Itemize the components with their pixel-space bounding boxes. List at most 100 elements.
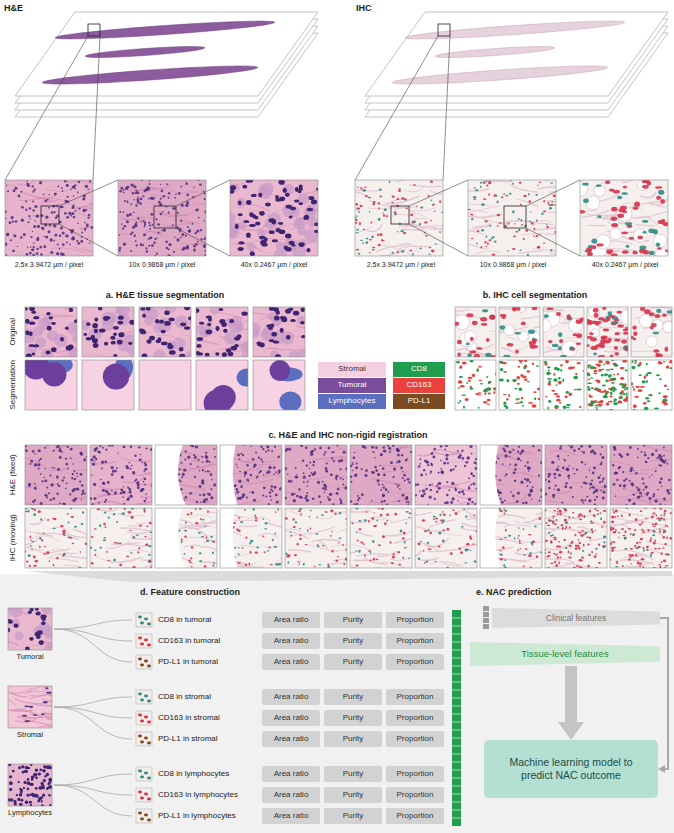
illustration-part: [455, 321, 459, 325]
illustration-part: [646, 380, 648, 382]
illustration-part: [187, 226, 189, 228]
illustration-part: [307, 208, 313, 211]
illustration-part: [169, 317, 175, 321]
illustration-part: [616, 311, 622, 314]
illustration-part: [587, 374, 590, 377]
illustration-part: [416, 205, 417, 207]
illustration-part: [28, 554, 31, 557]
illustration-part: [591, 238, 597, 243]
illustration-part: [142, 488, 145, 491]
illustration-part: [33, 225, 36, 228]
illustration-part: [184, 326, 190, 330]
illustration-part: [457, 340, 462, 344]
illustration-part: [130, 250, 132, 252]
illustration-part: [580, 180, 668, 256]
illustration-part: [557, 381, 562, 383]
illustration-part: [481, 229, 484, 231]
illustration-part: [283, 188, 287, 193]
illustration-part: [357, 187, 359, 188]
illustration-part: [62, 190, 64, 192]
illustration-part: [40, 518, 42, 520]
illustration-part: [455, 307, 496, 357]
illustration-part: [133, 185, 136, 188]
illustration-part: [70, 457, 72, 459]
illustration-part: [632, 360, 634, 363]
illustration-part: [274, 315, 280, 320]
illustration-part: [355, 219, 358, 221]
illustration-part: [468, 377, 473, 379]
illustration-part: [301, 335, 305, 338]
illustration-part: [211, 385, 236, 410]
illustration-part: [543, 200, 545, 202]
illustration-part: [26, 183, 29, 186]
illustration-part: [545, 396, 548, 397]
illustration-part: [77, 476, 78, 477]
illustration-part: [32, 200, 34, 202]
illustration-part: [72, 543, 74, 545]
illustration-part: [257, 343, 262, 346]
illustration-part: [486, 184, 488, 186]
illustration-part: [136, 498, 152, 504]
illustration-part: [398, 246, 429, 250]
illustration-part: [75, 463, 87, 470]
zoom-line: [176, 228, 230, 256]
illustration-part: [363, 189, 366, 192]
illustration-part: [32, 352, 36, 355]
illustration-part: [57, 468, 60, 471]
illustration-part: [36, 214, 39, 217]
tissue-tile: [629, 306, 674, 357]
slide-stack: [5, 12, 318, 180]
illustration-part: [543, 308, 564, 310]
tissue-tile: [224, 178, 340, 261]
illustration-part: [82, 360, 134, 410]
illustration-part: [140, 221, 142, 223]
illustration-part: [537, 388, 540, 391]
illustration-part: [149, 225, 151, 227]
illustration-part: [126, 345, 134, 355]
illustration-part: [46, 551, 49, 554]
illustration-part: [433, 203, 435, 205]
illustration-part: [123, 477, 145, 483]
illustration-part: [139, 328, 145, 331]
illustration-part: [92, 463, 95, 466]
illustration-part: [589, 332, 594, 335]
illustration-part: [67, 513, 69, 515]
illustration-part: [125, 187, 128, 190]
illustration-part: [486, 246, 488, 247]
tissue-tile: [631, 359, 674, 411]
illustration-part: [154, 349, 165, 357]
illustration-part: [304, 215, 309, 220]
illustration-part: [203, 191, 205, 193]
illustration-part: [33, 242, 35, 244]
illustration-part: [614, 338, 620, 341]
illustration-part: [372, 203, 375, 205]
illustration-part: [464, 331, 476, 343]
zoom-line: [176, 180, 230, 206]
illustration-part: [196, 307, 248, 357]
illustration-part: [485, 353, 491, 357]
illustration-part: [93, 36, 100, 180]
illustration-part: [304, 228, 318, 242]
illustration-part: [596, 184, 602, 186]
illustration-part: [105, 499, 107, 501]
illustration-part: [635, 386, 639, 388]
illustration-part: [608, 315, 615, 318]
illustration-part: [133, 199, 134, 200]
illustration-part: [613, 374, 615, 375]
illustration-part: [77, 242, 80, 245]
illustration-part: [519, 249, 521, 250]
illustration-part: [246, 200, 251, 205]
illustration-part: [290, 319, 296, 322]
illustration-part: [143, 233, 146, 236]
illustration-part: [76, 462, 87, 467]
illustration-part: [142, 195, 144, 197]
illustration-part: [463, 405, 465, 408]
illustration-part: [89, 243, 91, 245]
illustration-part: [486, 180, 488, 182]
illustration-part: [471, 238, 474, 239]
illustration-part: [25, 360, 77, 410]
illustration-part: [533, 228, 535, 231]
illustration-part: [46, 487, 48, 489]
illustration-part: [545, 194, 556, 201]
illustration-part: [144, 189, 147, 192]
